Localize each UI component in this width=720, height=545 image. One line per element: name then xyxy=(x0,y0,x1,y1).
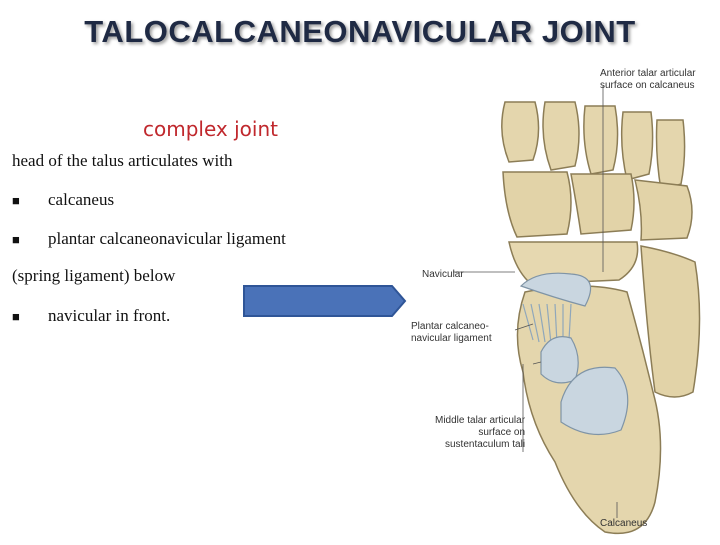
slide-subtitle: complex joint xyxy=(143,117,278,141)
foot-bones-illustration xyxy=(453,86,701,535)
bullet-text: navicular in front. xyxy=(48,306,171,325)
label-middle-talar-surface: Middle talar articular surface on susten… xyxy=(435,415,526,450)
continuation-text: (spring ligament) below xyxy=(12,266,176,285)
label-plantar-ligament: Plantar calcaneo- navicular ligament xyxy=(411,321,492,344)
square-bullet-icon: ■ xyxy=(12,309,20,324)
square-bullet-icon: ■ xyxy=(12,232,20,247)
bullet-text: calcaneus xyxy=(48,190,115,209)
label-anterior-talar-surface: Anterior talar articular surface on calc… xyxy=(600,68,696,91)
right-arrow-icon xyxy=(243,285,407,317)
square-bullet-icon: ■ xyxy=(12,193,20,208)
bullet-text: plantar calcaneonavicular ligament xyxy=(48,229,286,248)
intro-text: head of the talus articulates with xyxy=(12,151,233,170)
slide-title: TALOCALCANEONAVICULAR JOINT xyxy=(84,14,636,49)
label-calcaneus: Calcaneus xyxy=(600,518,648,529)
foot-anatomy-figure: Anterior talar articular surface on calc… xyxy=(405,62,720,545)
label-navicular: Navicular xyxy=(422,269,464,280)
